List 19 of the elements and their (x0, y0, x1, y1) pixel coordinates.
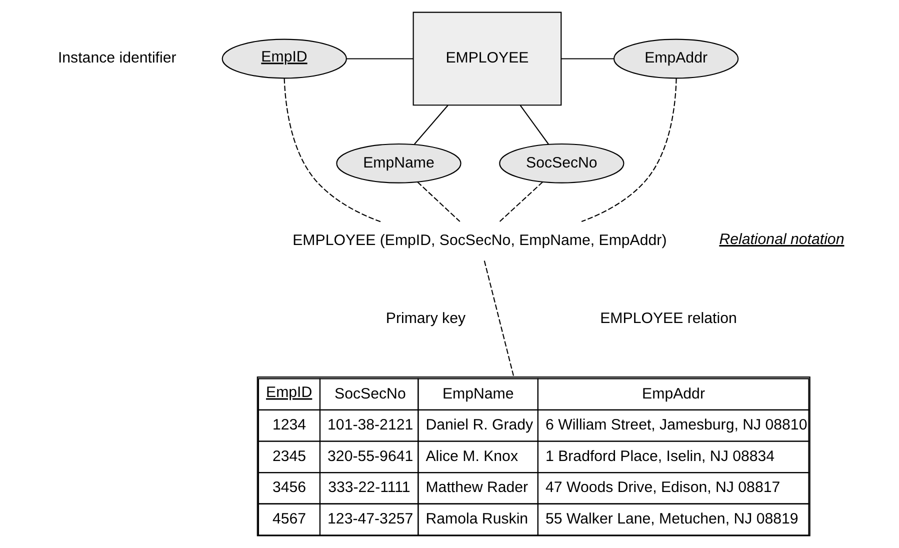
label: Relational notation (718, 231, 844, 248)
connector (519, 105, 548, 144)
node-text: EMPLOYEE (EmpID, SocSecNo, EmpName, EmpAddr) (292, 232, 666, 250)
node-box: EMPLOYEE (412, 12, 562, 106)
connector (580, 78, 676, 222)
connector (498, 182, 543, 222)
connector (416, 182, 460, 222)
connector (560, 58, 614, 60)
node-ellipse: EmpName (336, 143, 461, 184)
label: Primary key (385, 310, 466, 327)
node-ellipse: EmpID (221, 38, 346, 79)
label: Instance identifier (57, 50, 176, 67)
node-ellipse: SocSecNo (498, 143, 624, 184)
connector (483, 260, 514, 378)
connector (346, 58, 413, 60)
connector (414, 105, 448, 144)
node-ellipse: EmpAddr (612, 38, 738, 79)
connector (283, 78, 380, 222)
label: EMPLOYEE relation (600, 310, 736, 327)
